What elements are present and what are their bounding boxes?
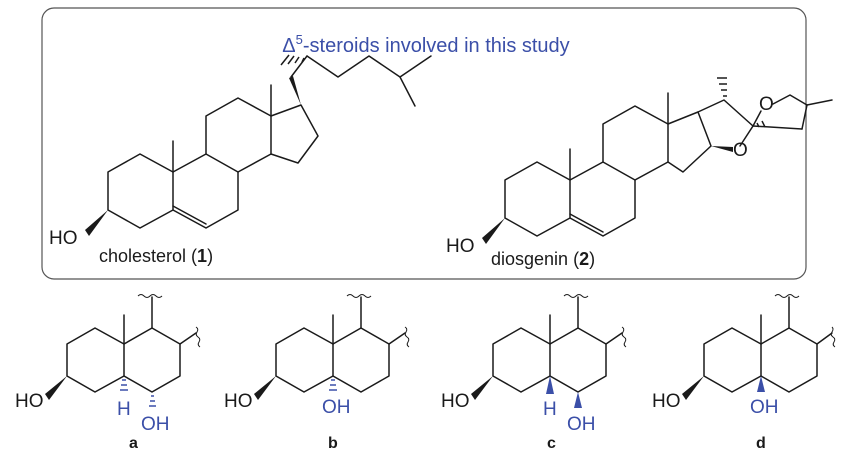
fragment-a-letter: a [129,435,138,452]
diosgenin-caption: diosgenin (2) [491,249,595,269]
cholesterol-caption: cholesterol (1) [99,246,213,266]
cholesterol-ho-label: HO [49,228,78,249]
fragment-a: HO H OH a [15,294,201,452]
fragment-b: HO OH b [224,294,410,452]
fragment-b-letter: b [328,435,338,452]
fragment-c-oh-label: OH [567,414,596,435]
fragment-a-ho-label: HO [15,391,44,412]
fragment-a-oh-label: OH [141,414,170,435]
diosgenin-o-label-1: O [759,94,774,115]
diosgenin-structure: O O HO [446,77,833,257]
fragment-b-oh-label: OH [322,397,351,418]
cholesterol-structure: HO [49,54,432,249]
fragment-d: HO OH d [652,294,836,452]
diosgenin-ho-label: HO [446,236,475,257]
fragment-c-h-label: H [543,399,557,420]
fragment-b-ho-label: HO [224,391,253,412]
fragment-d-ho-label: HO [652,391,681,412]
fragment-d-letter: d [756,435,766,452]
panel-title: Δ5-steroids involved in this study [282,32,569,57]
fragment-a-h-label: H [117,399,131,420]
fragment-c-letter: c [547,435,556,452]
diosgenin-o-label-2: O [733,140,748,161]
fragment-d-oh-label: OH [750,397,779,418]
fragment-c-ho-label: HO [441,391,470,412]
fragment-c: HO H OH c [441,294,627,452]
top-panel-frame [41,7,807,280]
